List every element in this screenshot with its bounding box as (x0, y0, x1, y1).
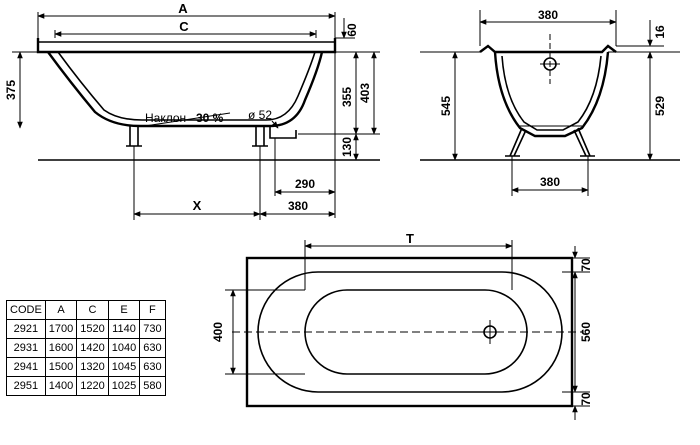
end-leg-right (573, 127, 595, 157)
dim-C-label: C (179, 19, 189, 34)
table-cell: 1400 (44, 376, 78, 396)
slope-leader (144, 112, 231, 127)
table-cell: 2941 (6, 357, 46, 377)
table-cell: 630 (139, 338, 166, 358)
table-header-cell: CODE (6, 300, 46, 320)
end-shell-inner (501, 55, 602, 131)
table-cell: 580 (139, 376, 166, 396)
side-foot-left (126, 126, 142, 147)
table-cell: 1025 (107, 376, 141, 396)
table-header-cell: C (76, 300, 109, 320)
table-row: 2941 1500 1320 1045 630 (6, 357, 166, 377)
dim-290-label: 290 (295, 177, 315, 191)
dim-70-top-label: 70 (579, 258, 593, 272)
drain-leader (271, 120, 279, 129)
dim-560-label: 560 (579, 322, 593, 342)
table-header-row: CODE A C E F (6, 300, 166, 320)
dim-400-label: 400 (211, 322, 225, 342)
drain-label: ø 52 (248, 108, 272, 122)
dim-16-label: 16 (653, 25, 667, 39)
table-cell: 730 (139, 319, 166, 339)
dim-403-label: 403 (358, 83, 372, 103)
table-cell: 2921 (6, 319, 46, 339)
side-drain (269, 126, 297, 139)
table-cell: 1140 (107, 319, 141, 339)
dim-375-label: 375 (4, 80, 18, 100)
side-view: A C 60 375 355 403 130 Наклон 30 % ø 52 (4, 1, 380, 220)
end-view: 380 16 545 529 380 (420, 8, 680, 196)
dim-X-label: X (193, 198, 202, 213)
dim-529-label: 529 (653, 96, 667, 116)
dim-end-top-380-label: 380 (538, 8, 558, 22)
table-cell: 1500 (44, 357, 78, 377)
end-leg-left (505, 127, 527, 157)
table-cell: 1045 (107, 357, 141, 377)
dim-380-side-label: 380 (288, 199, 308, 213)
table-cell: 1600 (44, 338, 78, 358)
plan-view: T 70 560 70 400 (211, 231, 593, 420)
table-cell: 1420 (76, 338, 109, 358)
table-header-cell: A (44, 300, 78, 320)
table-cell: 1320 (76, 357, 109, 377)
side-shell-outer (47, 51, 324, 128)
table-cell: 630 (139, 357, 166, 377)
side-rim (36, 38, 337, 54)
table-cell: 1520 (76, 319, 109, 339)
dim-end-bottom-380-label: 380 (540, 175, 560, 189)
dim-A-label: A (178, 1, 188, 16)
dim-60-label: 60 (345, 23, 359, 37)
table-row: 2921 1700 1520 1140 730 (6, 319, 166, 339)
table-row: 2951 1400 1220 1025 580 (6, 376, 166, 396)
table-cell: 1040 (107, 338, 141, 358)
dim-T-label: T (406, 231, 414, 246)
table-cell: 1700 (44, 319, 78, 339)
table-cell: 2951 (6, 376, 46, 396)
side-shell-inner (57, 51, 316, 121)
dim-545-label: 545 (439, 96, 453, 116)
dim-355-label: 355 (340, 87, 354, 107)
table-cell: 2931 (6, 338, 46, 358)
table-cell: 1220 (76, 376, 109, 396)
end-rim (479, 44, 617, 54)
side-foot-right (252, 126, 268, 147)
table-header-cell: E (107, 300, 141, 320)
end-shell-outer (493, 51, 610, 138)
slope-value: 30 % (196, 111, 224, 125)
spec-table: CODE A C E F 2921 1700 1520 1140 730 293… (6, 300, 166, 396)
table-header-cell: F (139, 300, 166, 320)
dim-70-bottom-label: 70 (579, 392, 593, 406)
dim-130-label: 130 (340, 137, 354, 157)
table-row: 2931 1600 1420 1040 630 (6, 338, 166, 358)
